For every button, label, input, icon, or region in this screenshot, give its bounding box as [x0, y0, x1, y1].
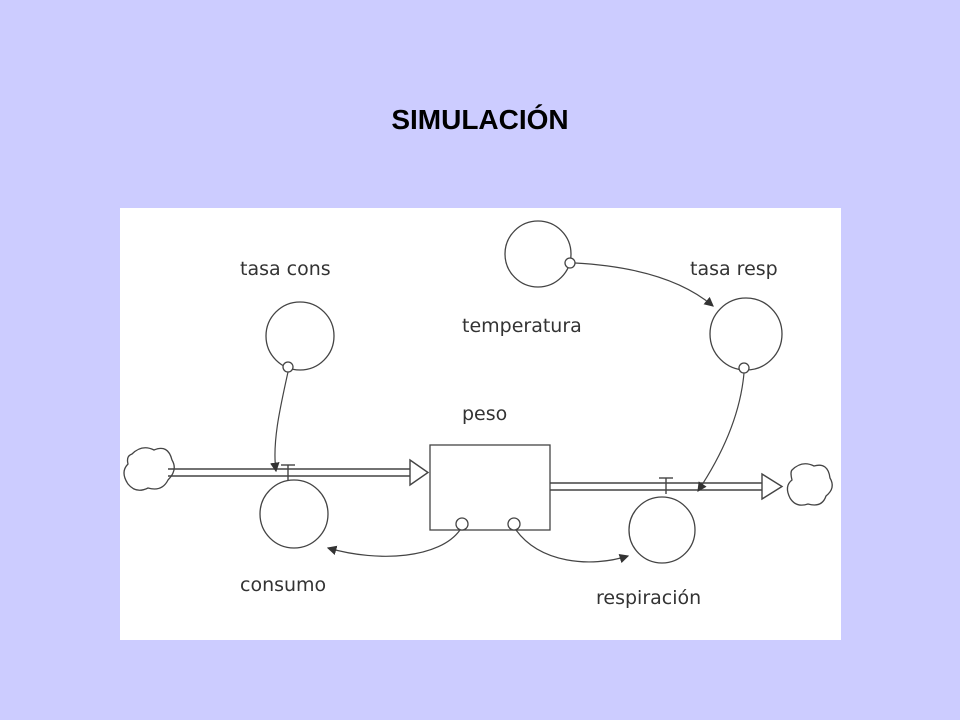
flow-respiracion-label: respiración	[596, 587, 701, 609]
connector-tasa-cons-to-consumo	[270, 361, 294, 473]
connector-peso-to-consumo	[326, 517, 469, 557]
stock-peso-label: peso	[462, 403, 507, 425]
source-cloud-icon	[123, 447, 175, 491]
stock-flow-diagram: peso consumo respiración tasa cons tempe…	[120, 208, 841, 640]
outflow-pipe	[550, 472, 784, 501]
converter-temperatura-label: temperatura	[462, 315, 582, 337]
connector-peso-to-respiracion	[507, 517, 630, 564]
inflow-pipe	[168, 458, 430, 487]
converter-tasa-resp-label: tasa resp	[690, 258, 778, 280]
flow-consumo	[259, 479, 329, 549]
flow-respiracion	[628, 496, 696, 564]
converter-tasa-cons-label: tasa cons	[240, 258, 331, 280]
flow-consumo-label: consumo	[240, 574, 326, 596]
slide-title: SIMULACIÓN	[391, 104, 569, 135]
converter-temperatura	[504, 220, 572, 288]
stock-peso	[429, 444, 551, 531]
connector-temperatura-to-tasa-resp	[564, 257, 714, 307]
connector-tasa-resp-to-respiracion	[697, 362, 750, 492]
sink-cloud-icon	[786, 463, 833, 506]
converter-tasa-resp	[709, 297, 783, 371]
converter-tasa-cons	[265, 301, 335, 371]
